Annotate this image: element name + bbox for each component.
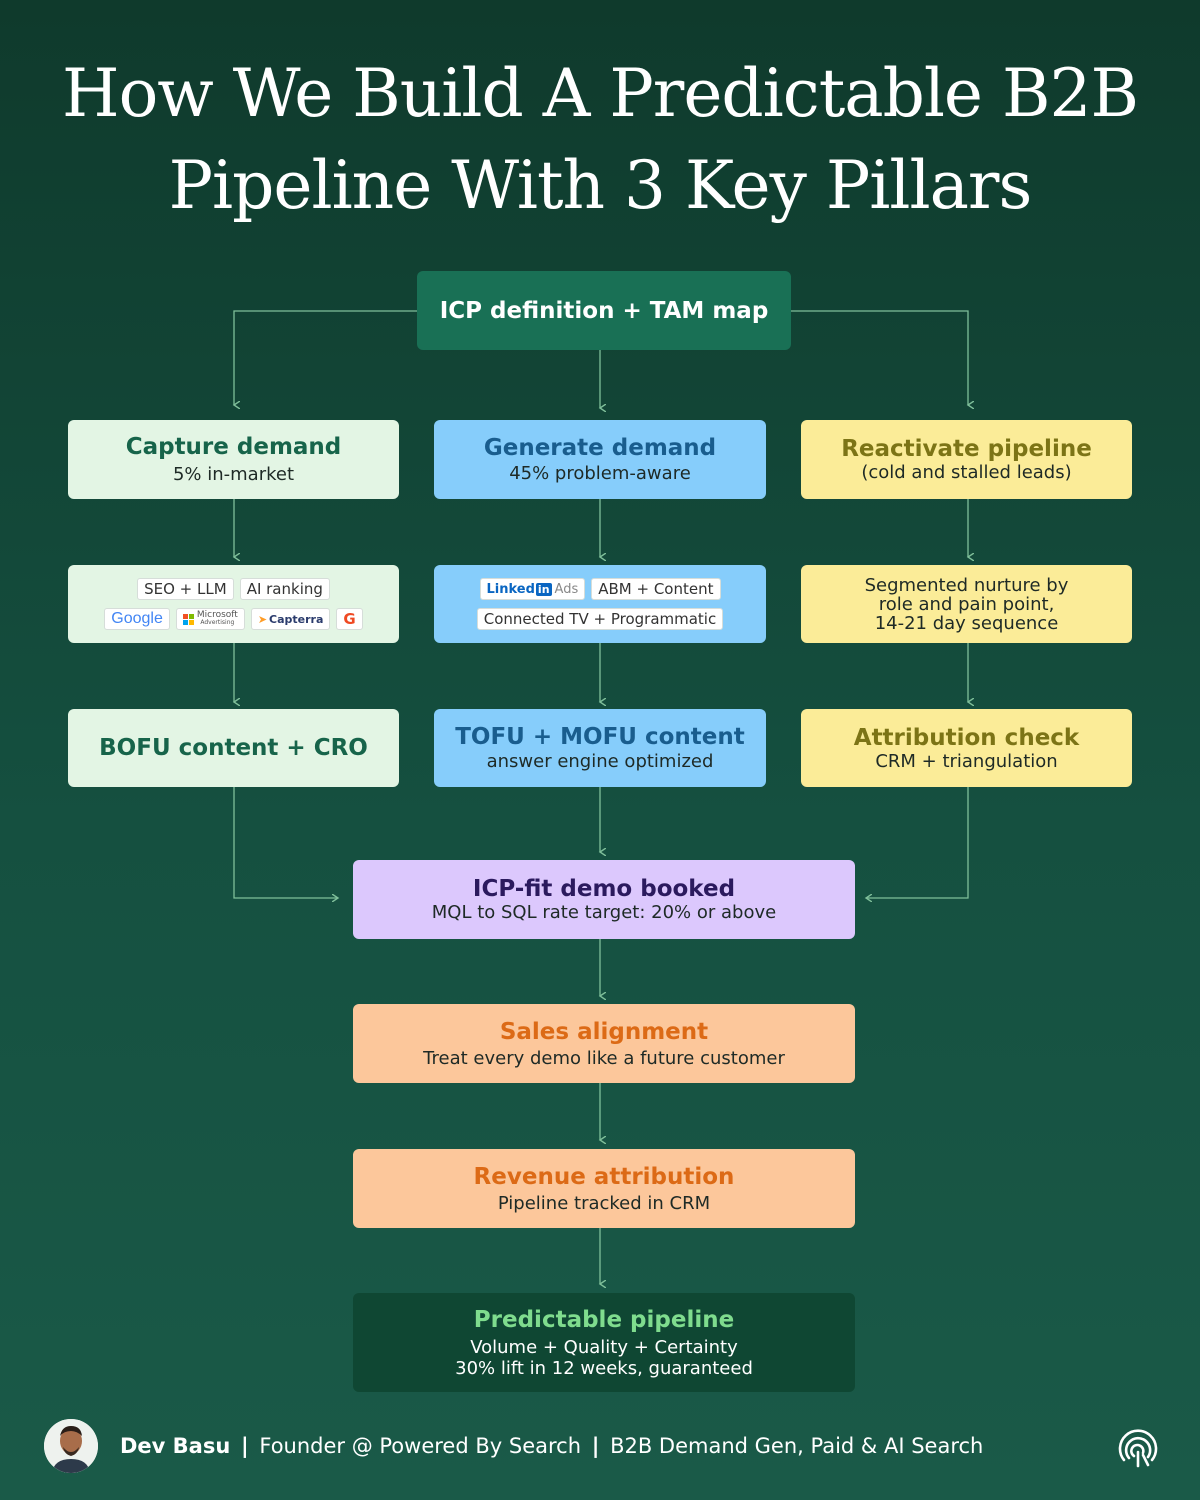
predictable-pipeline-title: Predictable pipeline <box>473 1306 735 1333</box>
author-role: Founder @ Powered By Search <box>259 1434 582 1458</box>
reactivate-pipeline-subtitle: (cold and stalled leads) <box>861 462 1072 483</box>
predictable-pipeline-line-2: 30% lift in 12 weeks, guaranteed <box>455 1357 753 1379</box>
footer-separator-1: | <box>241 1434 249 1458</box>
attribution-check-title: Attribution check <box>853 724 1080 751</box>
reactivate-pipeline-node: Reactivate pipeline (cold and stalled le… <box>801 420 1132 499</box>
g2-logo: G <box>336 608 363 630</box>
google-logo: Google <box>104 608 170 630</box>
microsoft-squares-icon <box>182 613 194 625</box>
generate-demand-title: Generate demand <box>483 435 717 461</box>
bofu-content-node: BOFU content + CRO <box>68 709 399 787</box>
demo-subtitle: MQL to SQL rate target: 20% or above <box>431 902 777 923</box>
revenue-attribution-node: Revenue attribution Pipeline tracked in … <box>353 1149 855 1228</box>
generate-chip-row-2: Connected TV + Programmatic <box>474 608 726 630</box>
nurture-line-1: Segmented nurture by <box>864 574 1069 596</box>
microsoft-sub: Advertising <box>200 619 235 626</box>
google-wordmark: Google <box>111 610 163 627</box>
sales-alignment-subtitle: Treat every demo like a future customer <box>423 1047 785 1069</box>
capture-demand-title: Capture demand <box>125 434 342 460</box>
capterra-logo: ➤ Capterra <box>250 608 331 630</box>
microsoft-word: Microsoft <box>196 610 238 620</box>
capterra-arrow-icon: ➤ <box>257 612 268 626</box>
linkedin-ads-word: Ads <box>554 581 579 597</box>
revenue-attribution-title: Revenue attribution <box>473 1163 735 1190</box>
linkedin-in-icon: in <box>535 582 552 596</box>
capture-logo-row: Google Microsoft Advertising ➤ Capterra … <box>101 608 365 630</box>
connector-capture-demo <box>233 787 338 898</box>
nurture-line-2: role and pain point, <box>878 593 1055 615</box>
sales-alignment-node: Sales alignment Treat every demo like a … <box>353 1004 855 1083</box>
tofu-mofu-node: TOFU + MOFU content answer engine optimi… <box>434 709 766 787</box>
nurture-line-3: 14-21 day sequence <box>874 612 1059 634</box>
powered-by-search-logo-icon <box>1118 1429 1158 1468</box>
icp-definition-node: ICP definition + TAM map <box>417 271 791 350</box>
generate-demand-subtitle: 45% problem-aware <box>509 463 691 484</box>
predictable-pipeline-line-1: Volume + Quality + Certainty <box>470 1336 738 1358</box>
chip-ai-ranking: AI ranking <box>239 578 330 600</box>
microsoft-advertising-logo: Microsoft Advertising <box>175 608 245 630</box>
author-name: Dev Basu <box>120 1434 231 1458</box>
author-tagline: B2B Demand Gen, Paid & AI Search <box>610 1434 984 1458</box>
segmented-nurture-node: Segmented nurture by role and pain point… <box>801 565 1132 643</box>
predictable-pipeline-node: Predictable pipeline Volume + Quality + … <box>353 1293 855 1392</box>
demo-title: ICP-fit demo booked <box>472 876 736 902</box>
chip-connected-tv: Connected TV + Programmatic <box>476 608 724 630</box>
capture-channels-node: SEO + LLM AI ranking Google Microsoft Ad… <box>68 565 399 643</box>
avatar <box>44 1419 98 1473</box>
attribution-check-node: Attribution check CRM + triangulation <box>801 709 1132 787</box>
bofu-content-title: BOFU content + CRO <box>99 735 368 761</box>
revenue-attribution-subtitle: Pipeline tracked in CRM <box>497 1192 711 1214</box>
icp-definition-title: ICP definition + TAM map <box>439 297 769 324</box>
capture-demand-node: Capture demand 5% in-market <box>68 420 399 499</box>
footer-separator-2: | <box>591 1434 600 1458</box>
title-line-2: Pipeline With 3 Key Pillars <box>168 147 1033 224</box>
tofu-mofu-subtitle: answer engine optimized <box>486 751 714 772</box>
capture-demand-subtitle: 5% in-market <box>172 464 295 485</box>
chip-seo-llm: SEO + LLM <box>137 578 234 600</box>
connector-top-left <box>234 310 417 405</box>
capture-chip-row: SEO + LLM AI ranking <box>134 578 333 600</box>
linkedin-word: Linked <box>486 581 535 597</box>
sales-alignment-title: Sales alignment <box>499 1018 709 1045</box>
footer-text: Dev Basu | Founder @ Powered By Search |… <box>120 1434 983 1458</box>
chip-abm-content: ABM + Content <box>591 578 721 600</box>
title-line-1: How We Build A Predictable B2B <box>62 55 1139 132</box>
connector-top-right <box>791 310 968 405</box>
capterra-wordmark: Capterra <box>269 612 324 626</box>
linkedin-ads-logo: Linked in Ads <box>479 578 586 600</box>
generate-demand-node: Generate demand 45% problem-aware <box>434 420 766 499</box>
g2-mark: G <box>343 610 356 628</box>
generate-chip-row-1: Linked in Ads ABM + Content <box>477 578 724 600</box>
connector-reactivate-demo <box>866 787 969 898</box>
generate-channels-node: Linked in Ads ABM + Content Connected TV… <box>434 565 766 643</box>
icp-fit-demo-node: ICP-fit demo booked MQL to SQL rate targ… <box>353 860 855 939</box>
author-footer: Dev Basu | Founder @ Powered By Search |… <box>44 1418 1164 1474</box>
page-title: How We Build A Predictable B2B Pipeline … <box>0 48 1200 232</box>
reactivate-pipeline-title: Reactivate pipeline <box>841 436 1092 462</box>
tofu-mofu-title: TOFU + MOFU content <box>455 724 745 750</box>
attribution-check-subtitle: CRM + triangulation <box>875 750 1058 772</box>
